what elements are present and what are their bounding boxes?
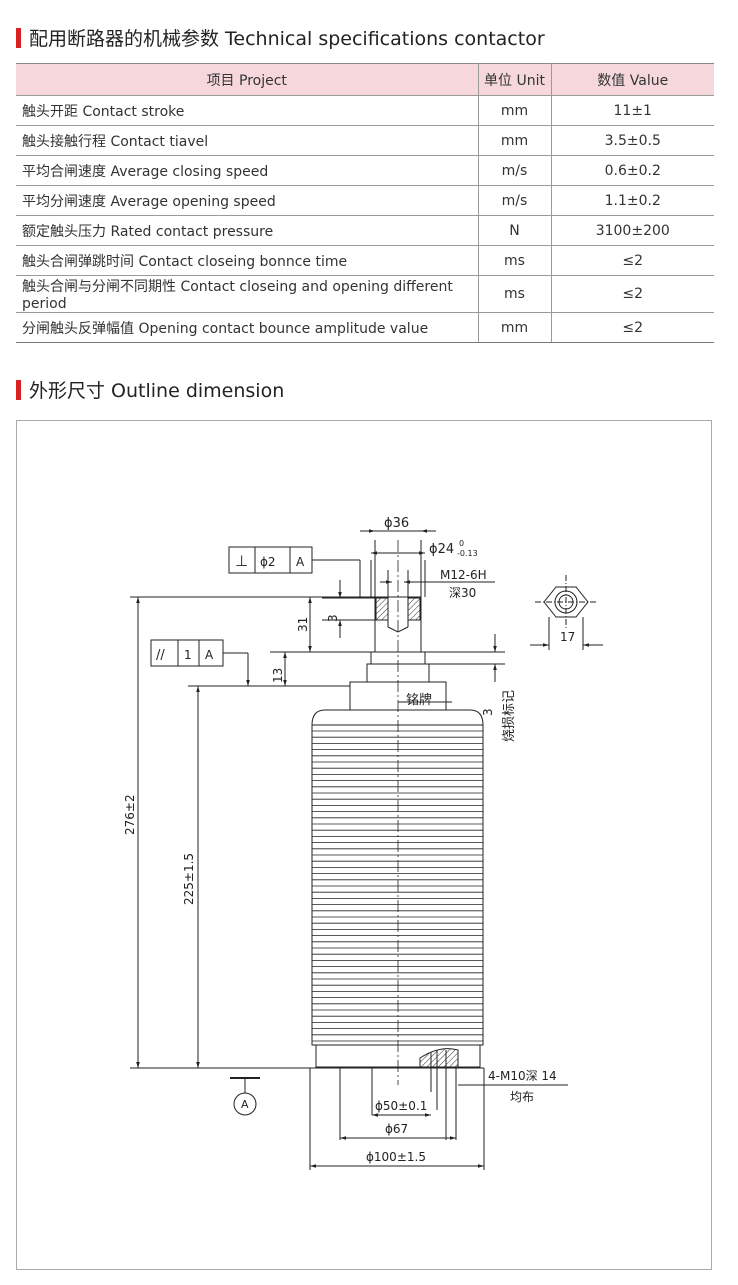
cell-value: ≤2 bbox=[550, 245, 714, 276]
cell-project: 触头合闸与分闸不同期性 Contact closeing and opening… bbox=[16, 275, 478, 313]
col-header-unit: 单位 Unit bbox=[477, 63, 552, 96]
section-title-outline: 外形尺寸 Outline dimension bbox=[16, 376, 284, 403]
table-header-row: 项目 Project 单位 Unit 数值 Value bbox=[16, 63, 714, 96]
cell-project: 分闸触头反弹幅值 Opening contact bounce amplitud… bbox=[16, 312, 478, 343]
red-marker-bar bbox=[16, 27, 21, 48]
cell-unit: m/s bbox=[477, 185, 551, 216]
cell-unit: mm bbox=[477, 312, 551, 343]
section-title-specs: 配用断路器的机械参数 Technical specifications cont… bbox=[16, 24, 545, 51]
col-header-value: 数值 Value bbox=[550, 63, 714, 96]
cell-project: 触头合闸弹跳时间 Contact closeing bonnce time bbox=[16, 245, 478, 276]
table-row: 触头开距 Contact stroke mm 11±1 bbox=[16, 95, 714, 126]
drawing-frame bbox=[16, 420, 712, 1270]
cell-project: 平均合闸速度 Average closing speed bbox=[16, 155, 478, 186]
table-row: 触头接触行程 Contact tiavel mm 3.5±0.5 bbox=[16, 125, 714, 156]
cell-project: 平均分闸速度 Average opening speed bbox=[16, 185, 478, 216]
table-row: 额定触头压力 Rated contact pressure N 3100±200 bbox=[16, 215, 714, 246]
cell-project: 触头开距 Contact stroke bbox=[16, 95, 478, 126]
cell-project: 额定触头压力 Rated contact pressure bbox=[16, 215, 478, 246]
cell-value: ≤2 bbox=[550, 275, 714, 313]
cell-unit: ms bbox=[477, 275, 551, 313]
table-row: 平均合闸速度 Average closing speed m/s 0.6±0.2 bbox=[16, 155, 714, 186]
cell-value: 3.5±0.5 bbox=[550, 125, 714, 156]
cell-project: 触头接触行程 Contact tiavel bbox=[16, 125, 478, 156]
cell-unit: m/s bbox=[477, 155, 551, 186]
red-marker-bar bbox=[16, 379, 21, 400]
cell-unit: N bbox=[477, 215, 551, 246]
table-row: 分闸触头反弹幅值 Opening contact bounce amplitud… bbox=[16, 312, 714, 343]
cell-unit: mm bbox=[477, 95, 551, 126]
cell-value: 3100±200 bbox=[550, 215, 714, 246]
cell-value: 11±1 bbox=[550, 95, 714, 126]
cell-value: 1.1±0.2 bbox=[550, 185, 714, 216]
cell-unit: mm bbox=[477, 125, 551, 156]
section-title-specs-text: 配用断路器的机械参数 Technical specifications cont… bbox=[29, 28, 545, 50]
cell-value: ≤2 bbox=[550, 312, 714, 343]
col-header-project: 项目 Project bbox=[16, 63, 479, 96]
table-row: 平均分闸速度 Average opening speed m/s 1.1±0.2 bbox=[16, 185, 714, 216]
section-title-outline-text: 外形尺寸 Outline dimension bbox=[29, 380, 285, 402]
table-row: 触头合闸与分闸不同期性 Contact closeing and opening… bbox=[16, 275, 714, 313]
cell-unit: ms bbox=[477, 245, 551, 276]
table-row: 触头合闸弹跳时间 Contact closeing bonnce time ms… bbox=[16, 245, 714, 276]
spec-table: 项目 Project 单位 Unit 数值 Value 触头开距 Contact… bbox=[16, 63, 714, 343]
cell-value: 0.6±0.2 bbox=[550, 155, 714, 186]
